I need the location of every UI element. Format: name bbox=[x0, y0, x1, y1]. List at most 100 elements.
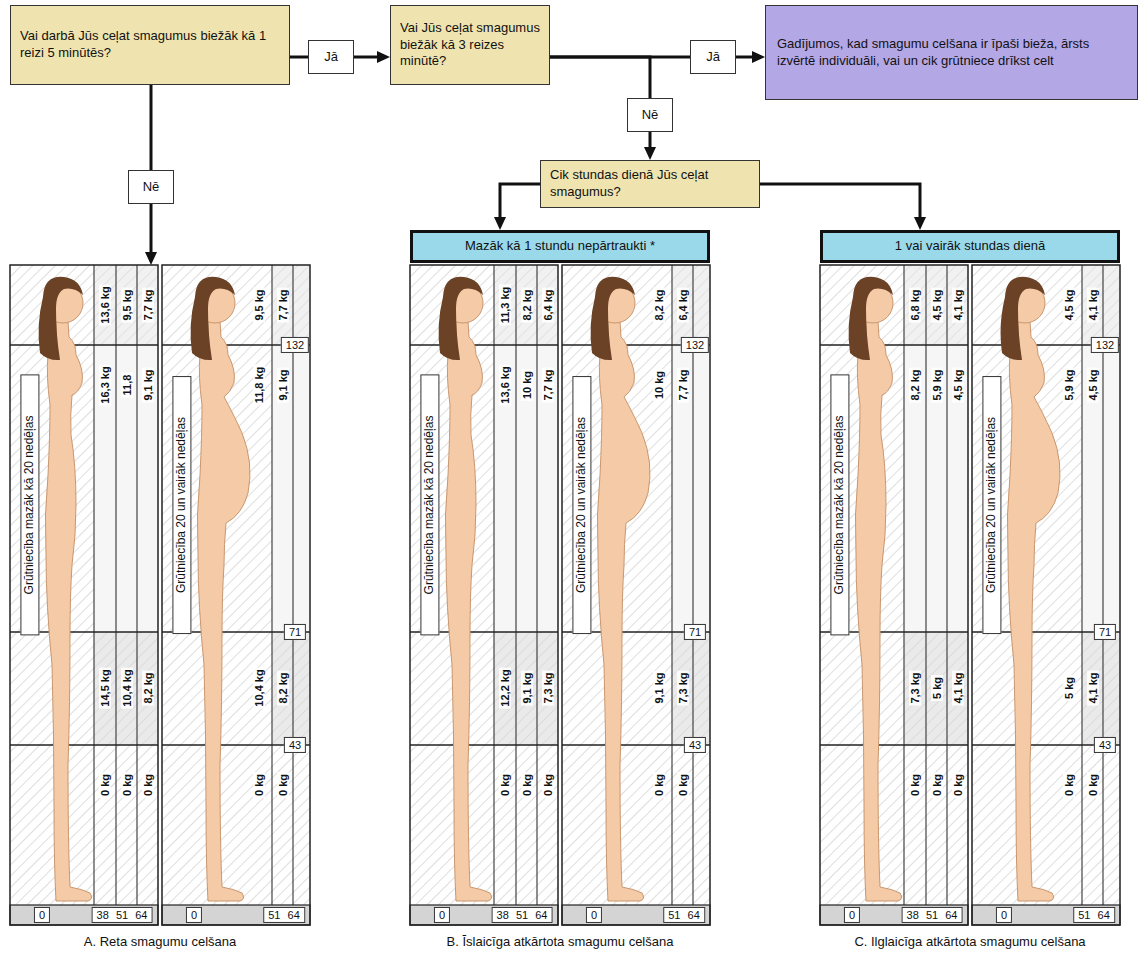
weight-limit: 0 kg bbox=[930, 772, 942, 798]
weight-limit: 7,3 kg bbox=[676, 670, 688, 705]
weight-limit: 0 kg bbox=[141, 772, 153, 798]
arrow-head bbox=[914, 217, 926, 230]
weight-limit: 6,4 kg bbox=[541, 287, 553, 322]
weight-limit: 14,5 kg bbox=[99, 667, 111, 708]
distance-mark: 0 bbox=[434, 907, 450, 923]
box-text: Gadījumos, kad smagumu celšana ir īpaši … bbox=[777, 36, 1126, 70]
pregnancy-stage-label: Grūtniecība mazāk kā 20 nedēļas bbox=[420, 375, 439, 636]
weight-limit: 0 kg bbox=[1063, 772, 1075, 798]
pregnancy-stage-label: Grūtniecība 20 un vairāk nedēļas bbox=[982, 376, 1001, 634]
weight-limit: 7,7 kg bbox=[676, 367, 688, 402]
weight-limit: 0 kg bbox=[120, 772, 132, 798]
weight-limit: 10,4 kg bbox=[253, 667, 265, 708]
distance-mark: 0 bbox=[34, 907, 50, 923]
arrow-head bbox=[377, 51, 390, 63]
weight-limit: 7,3 kg bbox=[909, 670, 921, 705]
weight-limit: 9,1 kg bbox=[276, 367, 288, 402]
weight-limit: 9,5 kg bbox=[120, 287, 132, 322]
connector bbox=[354, 51, 390, 63]
question-box: Cik stundas dienā Jūs ceļat smagumus? bbox=[540, 160, 760, 208]
weight-limit: 0 kg bbox=[951, 772, 963, 798]
panel-caption: C. Ilglaicīga atkārtota smagumu celšana bbox=[854, 934, 1085, 951]
distance-mark: 38 51 64 bbox=[92, 907, 153, 923]
height-mark: 132 bbox=[1091, 337, 1119, 353]
panel-caption: B. Īslaicīga atkārtota smagumu celšana bbox=[447, 934, 674, 951]
height-mark: 71 bbox=[284, 624, 306, 640]
weight-limit: 10 kg bbox=[653, 369, 665, 401]
box-text: Jā bbox=[706, 49, 720, 66]
question-box: Vai darbā Jūs ceļat smagumus biežāk kā 1… bbox=[10, 5, 290, 85]
connector bbox=[736, 51, 765, 63]
panel-caption: A. Reta smagumu celšana bbox=[84, 934, 236, 951]
weight-limit: 4,5 kg bbox=[930, 287, 942, 322]
distance-mark: 38 51 64 bbox=[902, 907, 963, 923]
answer-box: Jā bbox=[690, 40, 736, 74]
weight-limit: 8,2 kg bbox=[520, 287, 532, 322]
height-mark: 43 bbox=[684, 737, 706, 753]
weight-limit: 0 kg bbox=[499, 772, 511, 798]
height-mark: 43 bbox=[284, 737, 306, 753]
answer-box: Nē bbox=[627, 98, 673, 132]
height-mark: 132 bbox=[681, 337, 709, 353]
connector bbox=[151, 85, 152, 170]
arrow-head bbox=[644, 147, 656, 160]
weight-limit: 8,2 kg bbox=[653, 287, 665, 322]
weight-limit: 11,8 kg bbox=[253, 365, 265, 406]
weight-limit: 10 kg bbox=[520, 369, 532, 401]
connector-line bbox=[150, 204, 153, 254]
weight-limit: 8,2 kg bbox=[909, 367, 921, 402]
connector bbox=[550, 57, 650, 98]
weight-limit: 16,3 kg bbox=[99, 364, 111, 405]
chart-late-pregnancy bbox=[562, 265, 710, 925]
weight-limit: 8,2 kg bbox=[141, 670, 153, 705]
connector-line bbox=[760, 184, 920, 219]
duration-header: Mazāk kā 1 stundu nepārtraukti * bbox=[410, 230, 710, 263]
weight-limit: 10,4 kg bbox=[120, 667, 132, 708]
weight-limit: 7,7 kg bbox=[276, 287, 288, 322]
distance-mark: 38 51 64 bbox=[492, 907, 553, 923]
weight-limit: 5 kg bbox=[1063, 675, 1075, 701]
weight-limit: 4,1 kg bbox=[1086, 670, 1098, 705]
weight-limit: 7,7 kg bbox=[541, 367, 553, 402]
weight-limit: 8,2 kg bbox=[276, 670, 288, 705]
arrow-head bbox=[494, 217, 506, 230]
doctor-note-box: Gadījumos, kad smagumu celšana ir īpaši … bbox=[765, 5, 1138, 100]
weight-limit: 9,1 kg bbox=[520, 670, 532, 705]
weight-limit: 0 kg bbox=[253, 772, 265, 798]
connector bbox=[494, 184, 540, 230]
pregnancy-stage-label: Grūtniecība 20 un vairāk nedēļas bbox=[572, 376, 591, 634]
weight-limit: 12,2 kg bbox=[499, 667, 511, 708]
weight-limit: 6,8 kg bbox=[909, 287, 921, 322]
chart-early-pregnancy bbox=[410, 265, 558, 925]
box-text: Mazāk kā 1 stundu nepārtraukti * bbox=[465, 238, 655, 255]
weight-limit: 4,1 kg bbox=[951, 287, 963, 322]
weight-limit: 5 kg bbox=[930, 675, 942, 701]
weight-limit: 7,3 kg bbox=[541, 670, 553, 705]
weight-limit: 5,9 kg bbox=[1063, 367, 1075, 402]
pregnancy-stage-label: Grūtniecība 20 un vairāk nedēļas bbox=[172, 376, 191, 634]
distance-mark: 51 64 bbox=[663, 907, 705, 923]
weight-limit: 9,1 kg bbox=[141, 367, 153, 402]
weight-limit: 7,7 kg bbox=[141, 287, 153, 322]
connector bbox=[644, 132, 656, 160]
weight-limit: 4,5 kg bbox=[1086, 367, 1098, 402]
box-text: Jā bbox=[324, 49, 338, 66]
pregnancy-stage-label: Grūtniecība mazāk kā 20 nedēļas bbox=[20, 375, 39, 636]
weight-limit: 4,5 kg bbox=[1063, 287, 1075, 322]
duration-header: 1 vai vairāk stundas dienā bbox=[820, 230, 1120, 263]
weight-limit: 0 kg bbox=[1086, 772, 1098, 798]
chart-early-pregnancy bbox=[820, 265, 968, 925]
weight-limit: 5,9 kg bbox=[930, 367, 942, 402]
weight-limit: 4,1 kg bbox=[1086, 287, 1098, 322]
chart-early-pregnancy bbox=[10, 265, 158, 925]
connector bbox=[760, 184, 926, 230]
weight-limit: 11,8 bbox=[120, 373, 132, 398]
weight-limit: 0 kg bbox=[276, 772, 288, 798]
weight-limit: 13,6 kg bbox=[499, 364, 511, 405]
connector-line bbox=[550, 57, 650, 98]
distance-mark: 51 64 bbox=[263, 907, 305, 923]
chart-late-pregnancy bbox=[972, 265, 1120, 925]
connector-line bbox=[290, 56, 308, 59]
box-text: Cik stundas dienā Jūs ceļat smagumus? bbox=[550, 167, 750, 201]
distance-mark: 0 bbox=[186, 907, 202, 923]
